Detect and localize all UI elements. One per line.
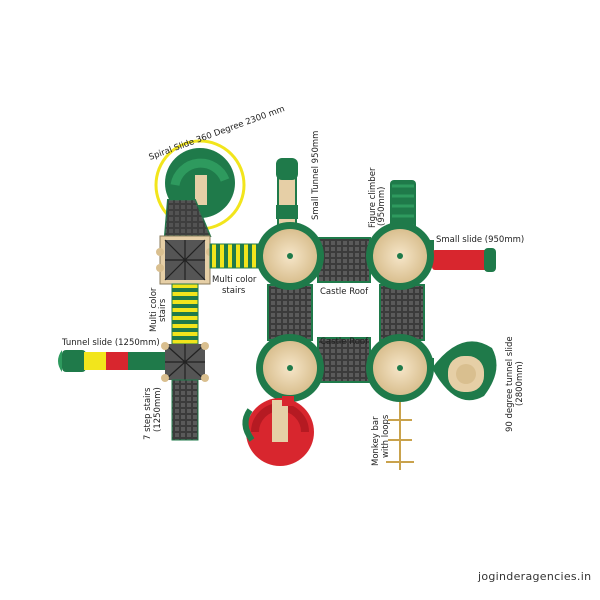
small-slide	[432, 248, 496, 272]
label-multi-color-stairs-v-2: stairs	[158, 298, 168, 322]
monkey-bar-with-loops	[386, 402, 414, 470]
label-step-stairs-2: (1250mm)	[153, 387, 163, 432]
label-castle-roof-top: Castle Roof	[320, 287, 369, 297]
tunnel-slide	[58, 350, 165, 372]
multi-color-stairs-vertical	[171, 283, 199, 345]
watermark: joginderagencies.in	[477, 570, 591, 583]
label-monkey-bar-2: with loops	[381, 414, 391, 458]
label-multi-color-stairs-h-1: Multi color	[212, 275, 257, 285]
label-tunnel-slide-90-2: (2800mm)	[515, 361, 525, 406]
label-small-slide: Small slide (950mm)	[436, 235, 524, 245]
spiral-slide	[154, 139, 246, 237]
label-tunnel-slide-90-1: 90 degree tunnel slide	[505, 336, 515, 432]
label-multi-color-stairs-h-2: stairs	[222, 286, 246, 296]
tunnel-slide-90-degree	[432, 341, 497, 401]
figure-climber	[390, 180, 416, 232]
tower-bottom-right	[366, 334, 434, 402]
label-tunnel-slide: Tunnel slide (1250mm)	[61, 338, 160, 348]
label-step-stairs-1: 7 step stairs	[143, 387, 153, 440]
multi-color-stairs-horizontal	[209, 243, 263, 269]
seven-step-stairs	[171, 379, 199, 441]
label-monkey-bar-1: Monkey bar	[371, 416, 381, 466]
label-small-tunnel: Small Tunnel 950mm	[311, 131, 321, 220]
label-figure-climber-2: (950mm)	[377, 187, 387, 226]
label-multi-color-stairs-v-1: Multi color	[149, 287, 159, 332]
tower-top-right	[366, 222, 434, 290]
label-figure-climber-1: Figure climber	[368, 167, 378, 228]
label-castle-roof-mid: Castle Roof	[320, 337, 369, 347]
small-tunnel	[276, 158, 298, 233]
left-platform-top	[156, 235, 214, 285]
tower-top-left	[256, 222, 324, 290]
bottom-spiral-slide	[242, 396, 314, 466]
left-platform-bottom	[161, 342, 209, 382]
tower-bottom-left	[256, 334, 324, 402]
